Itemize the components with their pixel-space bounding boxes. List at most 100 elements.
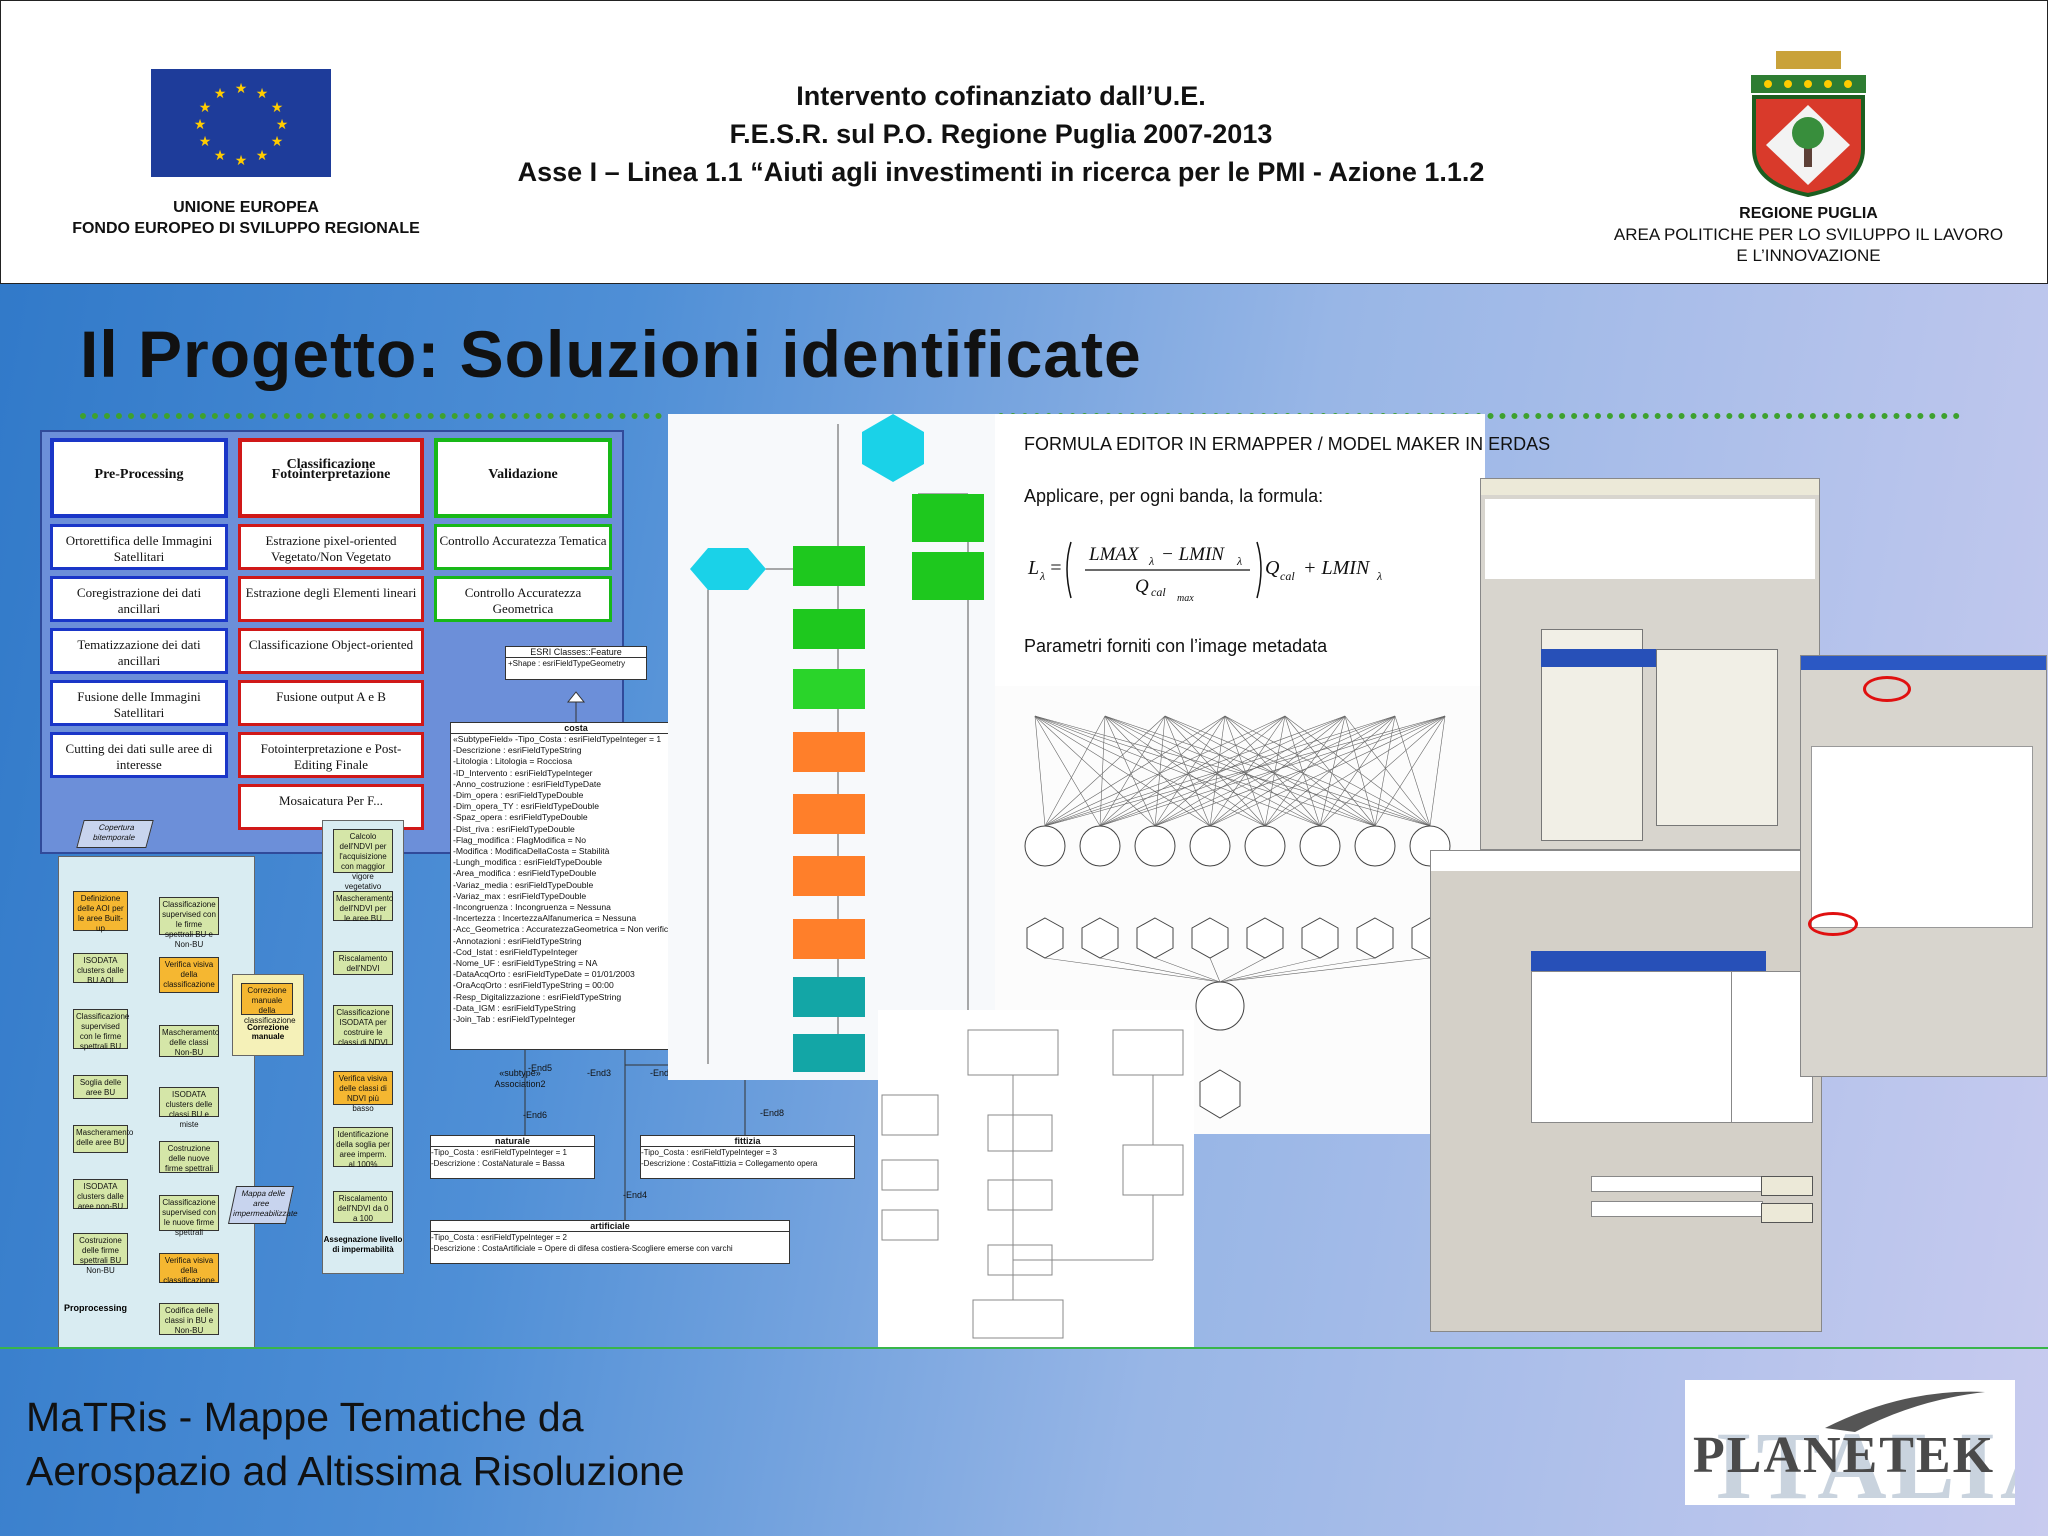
uml-end-label: -End3 [587,1068,612,1078]
svg-text:max: max [1177,593,1194,604]
svg-text:★: ★ [271,134,284,150]
uml-costa-attr: -Incongruenza : Incongruenza = Nessuna [453,902,611,913]
puglia-label: REGIONE PUGLIA AREA POLITICHE PER LO SVI… [1601,203,2016,266]
flow-node: Mascheramento delle aree BU [73,1125,133,1153]
header-line1: Intervento cofinanziato dall’U.E. [796,81,1206,111]
flow-node: Classificazione ISODATA per costruire le… [333,1005,393,1047]
uml-costa-attr: -Annotazioni : esriFieldTypeString [453,935,582,946]
colored-flowchart-image [668,414,996,1080]
svg-text:★: ★ [194,117,207,133]
eu-label-line2: FONDO EUROPEO DI SVILUPPO REGIONALE [72,220,420,237]
flow-node: Correzione manuale della classificazione [241,983,296,1025]
uml-costa-attr: -Litologia : Litologia = Rocciosa [453,756,573,767]
flow-copertura: Copertura bitemporale [76,820,154,848]
flow-node: ISODATA clusters dalle aree non-BU [73,1179,128,1211]
flow-node: Classificazione supervised con le nuove … [159,1195,219,1237]
svg-text:★: ★ [276,117,289,133]
uml-costa-title: costa [451,723,701,734]
uml-end-label: -End4 [623,1190,648,1200]
workflow-step: Tematizzazione dei dati ancillari [50,628,228,674]
flow-node: ISODATA clusters dalle BU AOI [73,953,128,985]
puglia-label-line2: AREA POLITICHE PER LO SVILUPPO IL LAVORO [1613,225,2004,244]
planetek-logo-text: PLANETEK [1693,1427,1995,1484]
header-line2: F.E.S.R. sul P.O. Regione Puglia 2007-20… [729,119,1273,149]
flow-lane-correzione: Correzione manuale della classificazione… [232,974,304,1056]
flow-node: Costruzione delle firme spettrali BU Non… [73,1233,128,1275]
uml-end-label: -End6 [523,1110,548,1120]
uml-naturale-title: naturale [431,1136,594,1147]
uml-costa-attr: -Anno_costruzione : esriFieldTypeDate [453,778,602,789]
formula-params-text: Parametri forniti con l’image metadata [1024,636,1328,656]
col-classification-title: Classificazione Fotointerpretazione [238,438,424,518]
flow-lane-proprocessing: Definizione delle AOI per le aree Built-… [58,856,255,1348]
uml-costa-attr: -Data_IGM : esriFieldTypeString [453,1002,576,1013]
flow-node: Mascheramento delle classi Non-BU [159,1025,219,1057]
flow-lane-label-assegnazione: Assegnazione livello di impermabilità [323,1235,403,1254]
workflow-step: Fusione output A e B [238,680,424,726]
uml-costa-attr: -Cod_Istat : esriFieldTypeInteger [453,946,578,957]
uml-naturale-attr: -Descrizione : CostaNaturale = Bassa [431,1159,565,1168]
uml-costa-attr: -Resp_Digitalizzazione : esriFieldTypeSt… [453,991,622,1002]
flow-node: Verifica visiva della classificazione [159,957,219,993]
svg-text:λ: λ [1236,554,1242,568]
spatial-reference-dialog-screenshot [1800,655,2047,1077]
uml-end-label: -End7 [650,1068,675,1078]
uml-costa-attr: -Flag_modifica : FlagModifica = No [453,834,587,845]
svg-text:★: ★ [256,86,269,102]
highlight-circle-icon [1863,676,1911,702]
workflow-col-classification: Classificazione Fotointerpretazione Estr… [238,438,424,830]
svg-text:ITALIA: ITALIA [1715,1412,2015,1505]
uml-costa-attr: -DataAcqOrto : esriFieldTypeDate = 01/01… [453,969,635,980]
uml-fittizia-title: fittizia [641,1136,854,1147]
uml-costa-attr: -Lungh_modifica : esriFieldTypeDouble [453,857,603,868]
uml-costa-attr: -Nome_UF : esriFieldTypeString = NA [453,958,598,969]
uml-costa-attr: -Area_modifica : esriFieldTypeDouble [453,868,597,879]
svg-text:− LMIN: − LMIN [1161,544,1225,565]
puglia-label-line1: REGIONE PUGLIA [1739,205,1878,222]
workflow-col-validation: Validazione Controllo Accuratezza Temati… [434,438,612,622]
workflow-step: Estrazione pixel-oriented Vegetato/Non V… [238,524,424,570]
uml-costa-attr: -Dist_riva : esriFieldTypeDouble [453,823,575,834]
header-line3: Asse I – Linea 1.1 “Aiuti agli investime… [517,157,1485,187]
metadata-flowchart-image [878,1010,1194,1348]
footer-line2: Aerospazio ad Altissima Risoluzione [26,1448,685,1494]
flow-node: Classificazione supervised con le firme … [73,1009,129,1051]
svg-text:★: ★ [199,100,212,116]
eu-flag-logo: ★★★ ★★★ ★★★ ★★★ [151,69,331,177]
eu-label: UNIONE EUROPEA FONDO EUROPEO DI SVILUPPO… [41,197,451,239]
uml-fittizia-attr: -Descrizione : CostaFittizia = Collegame… [641,1159,818,1168]
cofinancing-text: Intervento cofinanziato dall’U.E. F.E.S.… [401,77,1601,191]
flow-lane-assegnazione: Calcolo dell'NDVI per l'acquisizione con… [322,820,404,1274]
uml-artificiale-title: artificiale [431,1221,789,1232]
arcgis-menu-screenshot [1480,478,1820,850]
svg-text:cal: cal [1151,585,1166,599]
uml-costa-attr: -Dim_opera_TY : esriFieldTypeDouble [453,801,600,812]
workflow-step: Controllo Accuratezza Tematica [434,524,612,570]
workflow-step: Controllo Accuratezza Geometrica [434,576,612,622]
svg-text:★: ★ [271,100,284,116]
col-validation-title: Validazione [434,438,612,518]
uml-costa-attr: -OraAcqOrto : esriFieldTypeString = 00:0… [453,980,614,991]
uml-costa-attr: -Modifica : ModificaDellaCosta = Stabili… [453,846,610,857]
eu-label-line1: UNIONE EUROPEA [173,199,319,216]
workflow-col-preprocessing: Pre-Processing Ortorettifica delle Immag… [50,438,228,778]
uml-costa-attr: -ID_Intervento : esriFieldTypeInteger [453,767,593,778]
footer-line1: MaTRis - Mappe Tematiche da [26,1394,584,1440]
planetek-logo: ITALIA PLANETEK [1685,1380,2048,1519]
footer-project-name: MaTRis - Mappe Tematiche da Aerospazio a… [26,1390,685,1498]
slide-title: Il Progetto: Soluzioni identificate [80,317,1142,391]
uml-class-naturale: naturale -Tipo_Costa : esriFieldTypeInte… [430,1135,595,1179]
svg-text:λ: λ [1039,569,1045,583]
uml-subtype-label: «subtype» Association2 [494,1068,546,1089]
workflow-step: Fusione delle Immagini Satellitari [50,680,228,726]
header-banner: ★★★ ★★★ ★★★ ★★★ UNIONE EUROPEA FONDO EUR… [0,0,2048,284]
uml-costa-attr: -Join_Tab : esriFieldTypeInteger [453,1014,576,1025]
workflow-step: Fotointerpretazione e Post-Editing Final… [238,732,424,778]
flow-node: Soglia delle aree BU [73,1075,128,1099]
svg-text:λ: λ [1148,554,1154,568]
svg-text:Q: Q [1265,557,1280,579]
svg-text:★: ★ [214,148,227,164]
uml-class-costa: costa «SubtypeField» -Tipo_Costa : esriF… [450,722,702,1050]
uml-end-label: -End8 [760,1108,785,1118]
flow-node: Verifica visiva della classificazione [159,1253,219,1285]
